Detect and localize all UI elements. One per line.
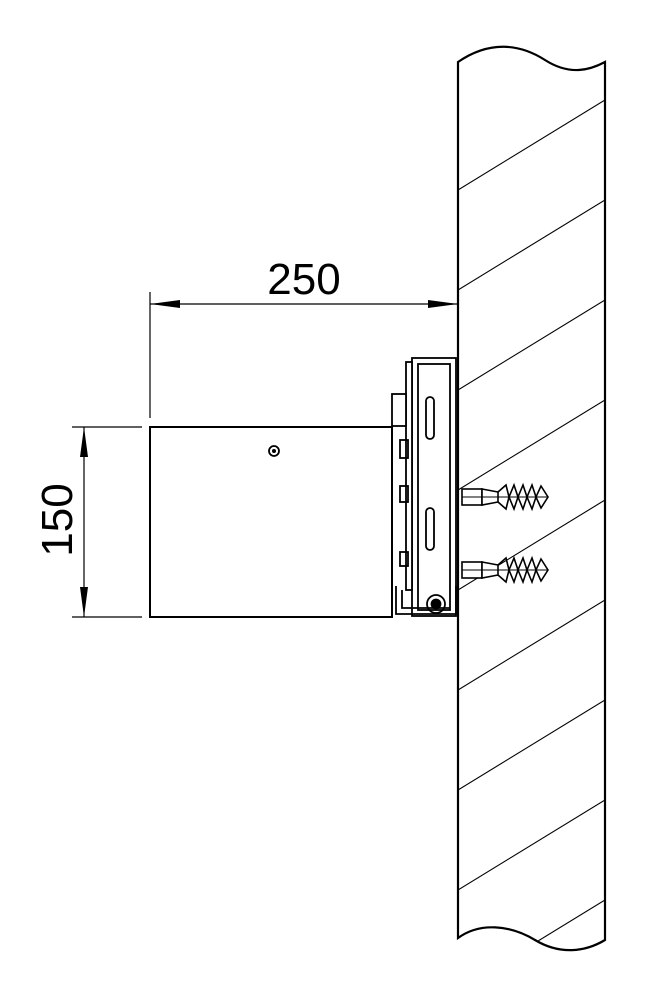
height-arrow-top (80, 427, 88, 457)
wall-hatching (458, 99, 605, 951)
height-dimension-label: 150 (33, 483, 82, 556)
height-dimension: 150 (33, 426, 142, 618)
box-body (149, 426, 393, 618)
bracket-slot-lower (425, 507, 435, 551)
width-arrow-right (428, 300, 458, 308)
bracket-slot-upper (425, 396, 435, 440)
mounted-box (149, 426, 393, 618)
wall-bracket (391, 357, 457, 617)
bracket-screw-outer (426, 594, 446, 614)
height-arrow-bottom (80, 587, 88, 617)
wall-anchor-lower (461, 555, 549, 585)
width-dimension-label: 250 (267, 255, 340, 304)
box-hole (268, 445, 280, 457)
bracket-screw-inner (430, 598, 442, 610)
wall-anchor-upper (461, 482, 549, 512)
wall-section (456, 45, 607, 952)
wall-outline (456, 45, 607, 952)
width-dimension: 250 (149, 255, 458, 418)
width-arrow-left (150, 300, 180, 308)
